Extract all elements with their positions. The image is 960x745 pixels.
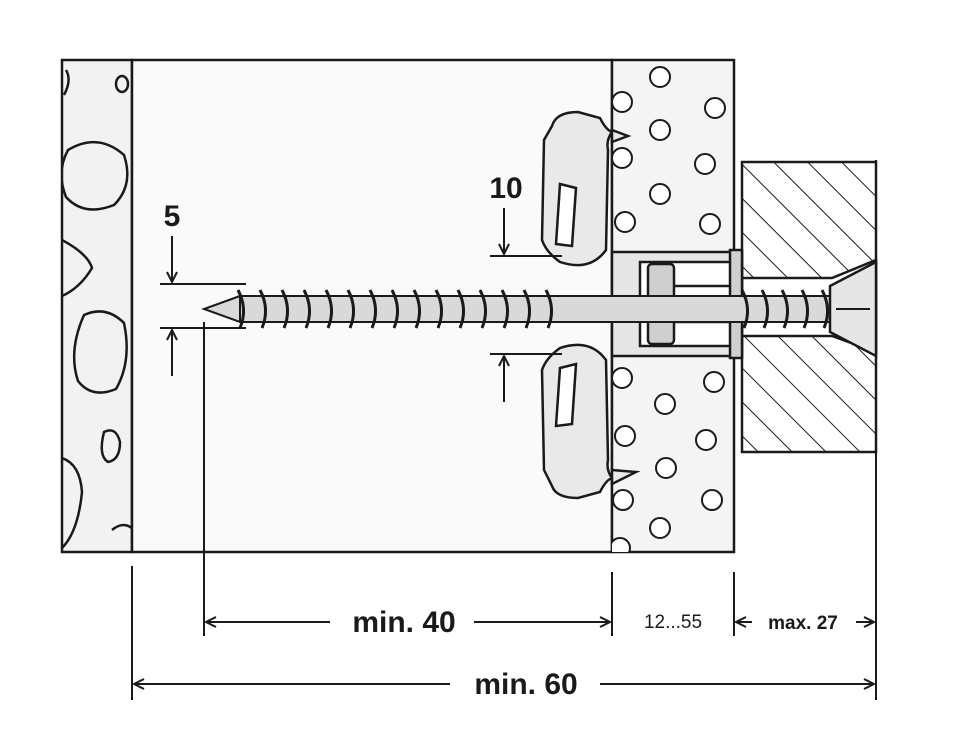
wall-stone-strip [60,58,134,554]
screw-thread [390,289,399,329]
insulation-pore [655,457,677,479]
screw [201,259,878,359]
screw-shaft [239,295,831,323]
insulation-pore [649,183,671,205]
insulation-pore [695,429,717,451]
insulation-pore [701,489,723,511]
screw-thread [478,289,487,329]
screw-thread [434,289,443,329]
stone-pebble [62,69,70,96]
screw-thread [740,289,749,329]
screw-thread [280,289,289,329]
screw-thread [236,289,245,329]
insulation-pore [614,425,636,447]
stone-pebble [72,310,128,394]
insulation-pore [612,537,631,552]
stone-pebble [111,523,132,531]
stone-pebble [62,238,94,298]
screw-thread [820,289,829,329]
screw-thread [368,289,377,329]
screw-thread [522,289,531,329]
label-min-depth: min. 40 [352,606,455,639]
insulation-pore [649,66,671,88]
screw-thread [412,289,421,329]
screw-thread [800,289,809,329]
insulation-pore [694,153,716,175]
label-insulation-range: 12...55 [644,612,702,633]
insulation-pore [612,367,633,389]
screw-thread [324,289,333,329]
anchor-expansion-wings [540,110,641,500]
screw-thread [760,289,769,329]
insulation-pore [649,119,671,141]
label-thread-diameter: 5 [164,200,181,233]
insulation-pore [612,91,633,113]
screw-tip [201,294,241,324]
screw-thread [302,289,311,329]
label-min-total: min. 60 [474,668,577,701]
screw-thread [346,289,355,329]
insulation-pore [612,489,634,511]
stone-pebble [62,456,84,549]
insulation-pore [649,517,671,539]
lower-wing [540,343,615,500]
insulation-pore [699,213,721,235]
screw-thread [456,289,465,329]
insulation-pore [703,371,725,393]
label-plug-diameter: 10 [489,172,522,205]
screw-thread [500,289,509,329]
insulation-pore [612,147,633,169]
screw-thread [780,289,789,329]
dimension-lines [131,160,877,700]
insulation-pore [704,97,726,119]
stone-pebble [100,429,122,464]
stone-pebble [62,140,129,211]
screw-thread [258,289,267,329]
insulation-pore [654,393,676,415]
insulation-pore [614,211,636,233]
screw-thread [544,289,553,329]
label-fixture-max: max. 27 [768,613,838,634]
stone-pebble [114,74,130,94]
